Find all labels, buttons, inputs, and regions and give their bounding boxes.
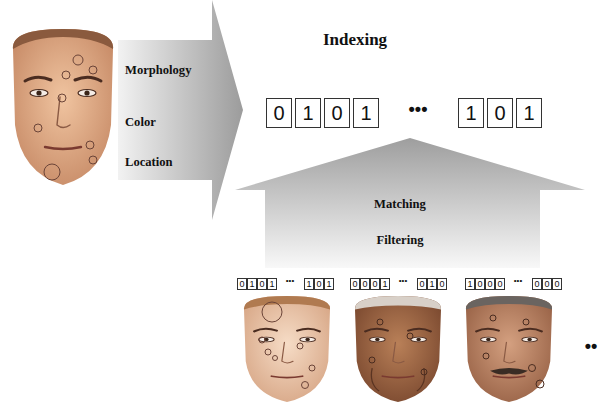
bit-cell: 0 bbox=[360, 278, 370, 290]
bit-digit: 0 bbox=[372, 279, 377, 289]
bit-digit: 1 bbox=[523, 102, 534, 124]
ellipsis: ••• bbox=[409, 99, 428, 120]
arrow-fill bbox=[235, 138, 585, 268]
bit-digit: 0 bbox=[487, 279, 492, 289]
bit-digit: 1 bbox=[249, 279, 254, 289]
bit-digit: 1 bbox=[360, 102, 371, 124]
bit-cell: 1 bbox=[427, 278, 437, 290]
ellipsis: ••• bbox=[286, 276, 294, 285]
bit-digit: 0 bbox=[497, 279, 502, 289]
right-arrow-shape: MorphologyColorLocation bbox=[118, 0, 244, 222]
bit-cell: 0 bbox=[487, 98, 513, 128]
bit-cell: 0 bbox=[475, 278, 485, 290]
bit-cell: 1 bbox=[295, 98, 321, 128]
section-heading: Indexing bbox=[323, 30, 387, 50]
bit-cell: 1 bbox=[380, 278, 390, 290]
bit-digit: 0 bbox=[534, 279, 539, 289]
bit-cell: 0 bbox=[417, 278, 427, 290]
bit-digit: 0 bbox=[362, 279, 367, 289]
bit-cell: 0 bbox=[237, 278, 247, 290]
bit-cell: 1 bbox=[353, 98, 379, 128]
bit-digit: 1 bbox=[382, 279, 387, 289]
bit-cell: 0 bbox=[266, 98, 292, 128]
ellipsis: ••• bbox=[399, 276, 407, 285]
bit-digit: 1 bbox=[467, 279, 472, 289]
bit-cell: 0 bbox=[552, 278, 562, 290]
bit-cell: 0 bbox=[485, 278, 495, 290]
bit-digit: 0 bbox=[239, 279, 244, 289]
bit-digit: 0 bbox=[554, 279, 559, 289]
bit-cell: 1 bbox=[465, 278, 475, 290]
ellipsis: •• bbox=[585, 336, 598, 357]
bit-digit: 1 bbox=[302, 102, 313, 124]
bit-cell: 1 bbox=[304, 278, 314, 290]
bit-digit: 0 bbox=[259, 279, 264, 289]
bit-cell: 1 bbox=[267, 278, 277, 290]
bit-digit: 0 bbox=[439, 279, 444, 289]
feature-label: Location bbox=[125, 154, 244, 170]
feature-label: Morphology bbox=[125, 62, 244, 78]
arrow-fill bbox=[118, 0, 243, 220]
bit-digit: 0 bbox=[316, 279, 321, 289]
bit-digit: 0 bbox=[419, 279, 424, 289]
up-arrow-shape: MatchingFiltering bbox=[235, 138, 585, 270]
bit-cell: 1 bbox=[247, 278, 257, 290]
bit-cell: 0 bbox=[495, 278, 505, 290]
bit-cell: 1 bbox=[516, 98, 542, 128]
bit-cell: 0 bbox=[324, 98, 350, 128]
feature-label: Matching bbox=[235, 196, 565, 212]
bit-digit: 1 bbox=[465, 102, 476, 124]
bit-cell: 0 bbox=[257, 278, 267, 290]
feature-label: Filtering bbox=[235, 232, 565, 248]
bit-digit: 0 bbox=[331, 102, 342, 124]
bit-cell: 0 bbox=[532, 278, 542, 290]
bit-cell: 0 bbox=[314, 278, 324, 290]
bit-digit: 0 bbox=[544, 279, 549, 289]
bit-cell: 0 bbox=[370, 278, 380, 290]
bit-digit: 1 bbox=[326, 279, 331, 289]
bit-digit: 0 bbox=[273, 102, 284, 124]
bit-digit: 1 bbox=[306, 279, 311, 289]
bit-digit: 0 bbox=[494, 102, 505, 124]
bit-digit: 0 bbox=[352, 279, 357, 289]
bit-cell: 1 bbox=[324, 278, 334, 290]
ellipsis: ••• bbox=[514, 276, 522, 285]
bit-cell: 1 bbox=[458, 98, 484, 128]
bit-digit: 1 bbox=[429, 279, 434, 289]
arrow-outline bbox=[118, 0, 244, 222]
feature-label: Color bbox=[125, 114, 244, 130]
bit-digit: 1 bbox=[269, 279, 274, 289]
bit-cell: 0 bbox=[542, 278, 552, 290]
bit-digit: 0 bbox=[477, 279, 482, 289]
bit-cell: 0 bbox=[437, 278, 447, 290]
bit-cell: 0 bbox=[350, 278, 360, 290]
